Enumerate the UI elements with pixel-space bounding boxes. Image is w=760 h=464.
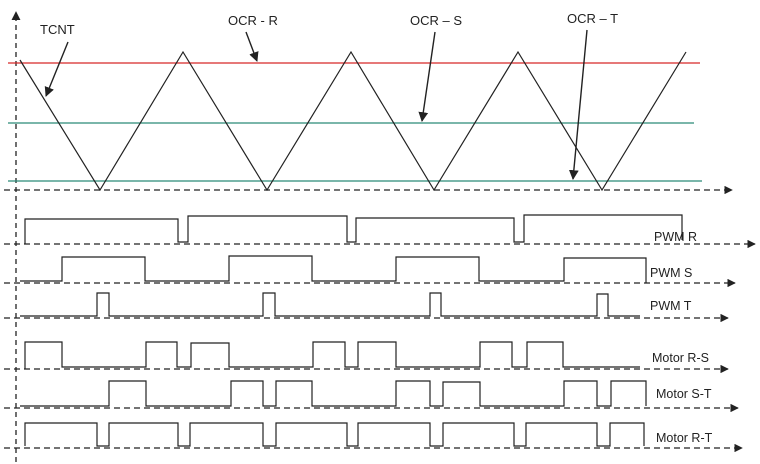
pwm-s-label: PWM S <box>650 266 692 280</box>
ocr-t-pointer-arrow <box>568 29 588 180</box>
pwm-t-label: PWM T <box>650 299 692 313</box>
pwm-t-waveform <box>20 292 640 317</box>
ocr-r-label: OCR - R <box>228 13 278 28</box>
motor-st-label: Motor S-T <box>656 387 712 401</box>
ocr-t-label: OCR – T <box>567 11 618 26</box>
tcnt-pointer-arrow <box>44 41 69 97</box>
tcnt-label: TCNT <box>40 22 75 37</box>
ocr-s-label: OCR – S <box>410 13 462 28</box>
pwm-r-waveform <box>24 214 683 244</box>
motor-rt-waveform <box>24 422 645 447</box>
ocr-s-pointer-arrow <box>418 31 436 122</box>
motor-rt-label: Motor R-T <box>656 431 713 445</box>
motor-rs-waveform <box>24 341 640 369</box>
ocr-r-pointer-arrow <box>245 31 259 62</box>
pwm-s-waveform <box>20 255 647 283</box>
pwm-r-label: PWM R <box>654 230 697 244</box>
motor-rs-label: Motor R-S <box>652 351 709 365</box>
tcnt-triangle-wave <box>19 50 687 192</box>
motor-st-waveform <box>20 380 647 407</box>
